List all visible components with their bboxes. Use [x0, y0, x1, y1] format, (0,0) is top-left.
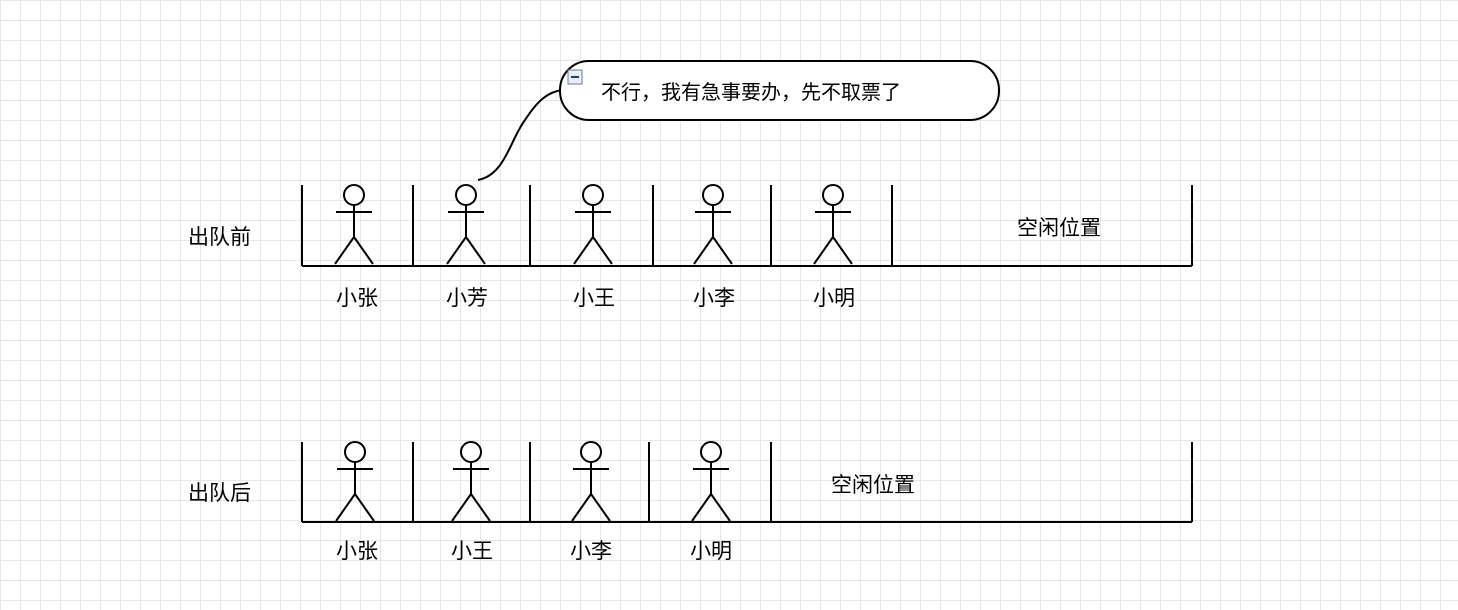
person-icon	[813, 184, 853, 265]
queue-after-people	[335, 441, 731, 522]
speech-bubble-box	[559, 60, 1000, 121]
free-slot-label: 空闲位置	[831, 473, 915, 497]
person-label: 小李	[570, 539, 612, 563]
person-label: 小王	[573, 286, 615, 310]
person-label: 小张	[336, 286, 378, 310]
person-icon	[691, 441, 731, 522]
person-icon	[573, 184, 613, 265]
person-icon	[693, 184, 733, 265]
queue-before: 出队前 小张 小芳 小王 小李 小明 空闲位置	[188, 184, 1193, 310]
person-icon	[334, 184, 374, 265]
free-slot-label: 空闲位置	[1017, 216, 1101, 240]
queue-before-frame	[301, 185, 1193, 267]
queue-after-frame	[301, 442, 1193, 523]
minus-box-icon[interactable]	[567, 69, 583, 85]
person-label: 小张	[336, 539, 378, 563]
person-icon	[451, 441, 491, 522]
queue-after: 出队后 小张 小王 小李 小明 空闲位置	[188, 441, 1193, 563]
person-icon	[571, 441, 611, 522]
row-label-after: 出队后	[188, 481, 251, 505]
speech-bubble-connector	[477, 89, 563, 181]
person-label: 小李	[693, 286, 735, 310]
speech-bubble-text: 不行，我有急事要办，先不取票了	[601, 80, 901, 104]
person-icon	[335, 441, 375, 522]
person-label: 小明	[690, 539, 732, 563]
row-label-before: 出队前	[188, 225, 251, 249]
person-label: 小芳	[446, 286, 488, 310]
person-icon	[446, 184, 486, 265]
queue-before-people	[334, 184, 853, 265]
person-label: 小明	[813, 286, 855, 310]
person-label: 小王	[451, 539, 493, 563]
speech-bubble: 不行，我有急事要办，先不取票了	[477, 60, 1000, 181]
